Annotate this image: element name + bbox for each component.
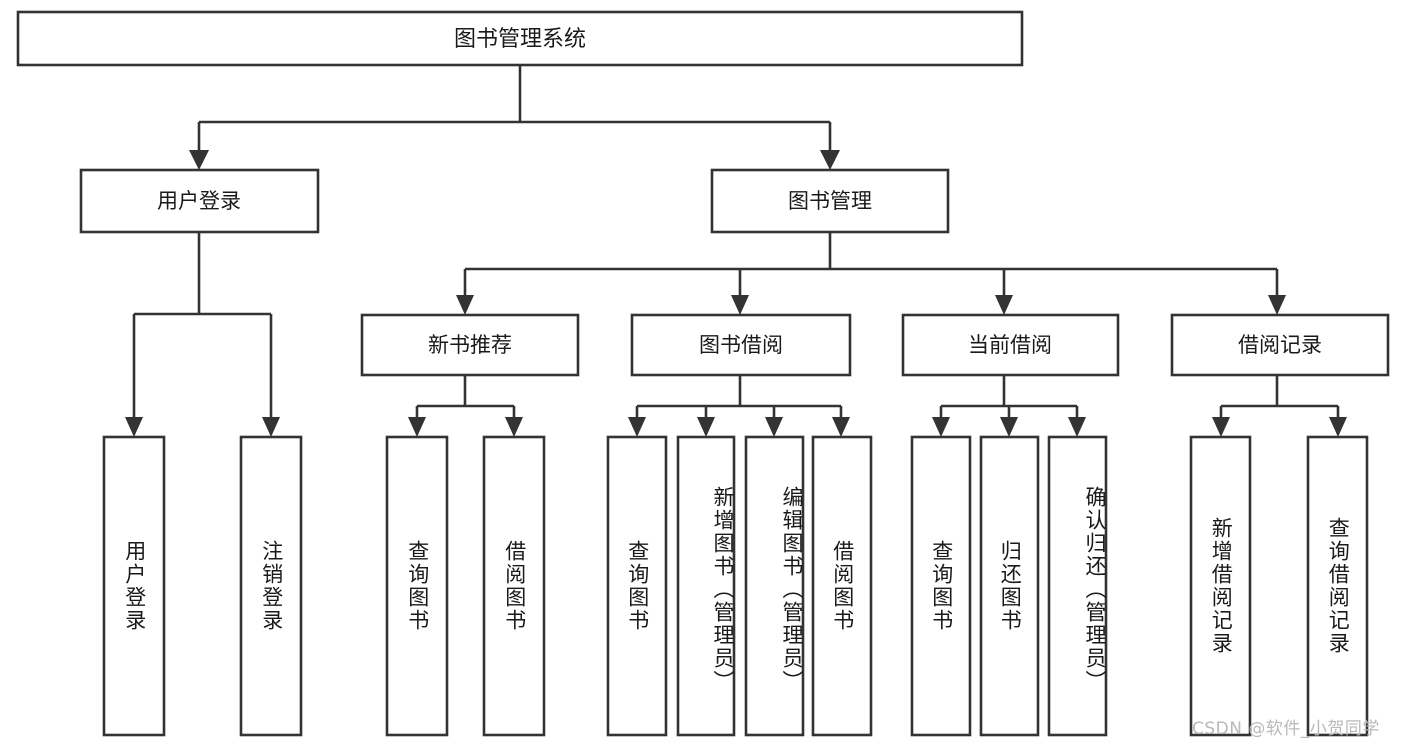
node-book-management[interactable]: 图书管理 [710,168,950,234]
node-root-box [16,10,1024,67]
node-borrow-record[interactable]: 借阅记录 [1170,313,1390,377]
arrow-head-leaf-bookborrow-1 [628,417,646,437]
arrow-head-new-book [456,295,474,315]
node-book-borrow-box [630,313,852,377]
arrow-head-leaf-user-2 [262,417,280,437]
node-user-login[interactable]: 用户登录 [79,168,320,234]
leaf-box-borrowrecord-1[interactable] [1189,435,1252,737]
arrow-head-leaf-currentborrow-2 [1000,417,1018,437]
node-new-book-recommend-box [360,313,580,377]
arrow-head-leaf-currentborrow-1 [932,417,950,437]
node-book-borrow-label: 图书借阅 [699,333,783,357]
leaf-box-currentborrow-1[interactable] [910,435,972,737]
csdn-watermark: CSDN @软件_小贺同学 [1192,719,1380,739]
node-new-book-recommend[interactable]: 新书推荐 [360,313,580,377]
node-book-management-box [710,168,950,234]
connector-group-user-login [125,232,280,437]
node-user-login-label: 用户登录 [157,189,241,213]
node-root-book-management-system[interactable]: 图书管理系统 [16,10,1024,67]
arrow-head-leaf-bookborrow-2 [697,417,715,437]
leaf-box-currentborrow-3[interactable] [1047,435,1108,737]
arrow-head-user-login [189,150,209,170]
arrow-head-book-manage [820,150,840,170]
arrow-head-leaf-newbook-2 [505,417,523,437]
connector-group-book-borrow [628,375,850,437]
leaf-box-newbook-2[interactable] [482,435,546,737]
leaf-box-bookborrow-1[interactable] [606,435,668,737]
leaf-box-currentborrow-2[interactable] [979,435,1040,737]
arrow-head-leaf-borrowrecord-2 [1329,417,1347,437]
node-current-borrow[interactable]: 当前借阅 [901,313,1120,377]
arrow-head-leaf-bookborrow-3 [765,417,783,437]
node-book-management-label: 图书管理 [788,189,872,213]
leaf-box-user-login-2[interactable] [239,435,303,737]
arrow-head-borrow-record [1268,295,1286,315]
leaf-box-borrowrecord-2[interactable] [1306,435,1369,737]
arrow-head-leaf-bookborrow-4 [832,417,850,437]
node-current-borrow-box [901,313,1120,377]
arrow-head-leaf-user-1 [125,417,143,437]
leaf-box-newbook-1[interactable] [385,435,449,737]
leaf-box-user-login-1[interactable] [102,435,166,737]
node-book-borrow[interactable]: 图书借阅 [630,313,852,377]
arrow-head-leaf-newbook-1 [408,417,426,437]
node-current-borrow-label: 当前借阅 [968,333,1052,357]
connector-group-borrow-record [1212,375,1347,437]
node-borrow-record-box [1170,313,1390,377]
arrow-head-leaf-currentborrow-3 [1068,417,1086,437]
arrow-head-leaf-borrowrecord-1 [1212,417,1230,437]
connector-group-root [189,65,840,170]
node-root-label: 图书管理系统 [454,27,586,52]
connector-group-current-borrow [932,375,1086,437]
arrow-head-book-borrow [731,295,749,315]
node-new-book-recommend-label: 新书推荐 [428,333,512,357]
leaf-box-bookborrow-3[interactable] [744,435,805,737]
connector-group-new-book [408,375,523,437]
node-user-login-box [79,168,320,234]
leaf-box-bookborrow-2[interactable] [676,435,736,737]
arrow-head-current-borrow [995,295,1013,315]
leaf-box-bookborrow-4[interactable] [811,435,873,737]
connector-group-book-manage [456,232,1286,315]
node-borrow-record-label: 借阅记录 [1238,333,1322,357]
